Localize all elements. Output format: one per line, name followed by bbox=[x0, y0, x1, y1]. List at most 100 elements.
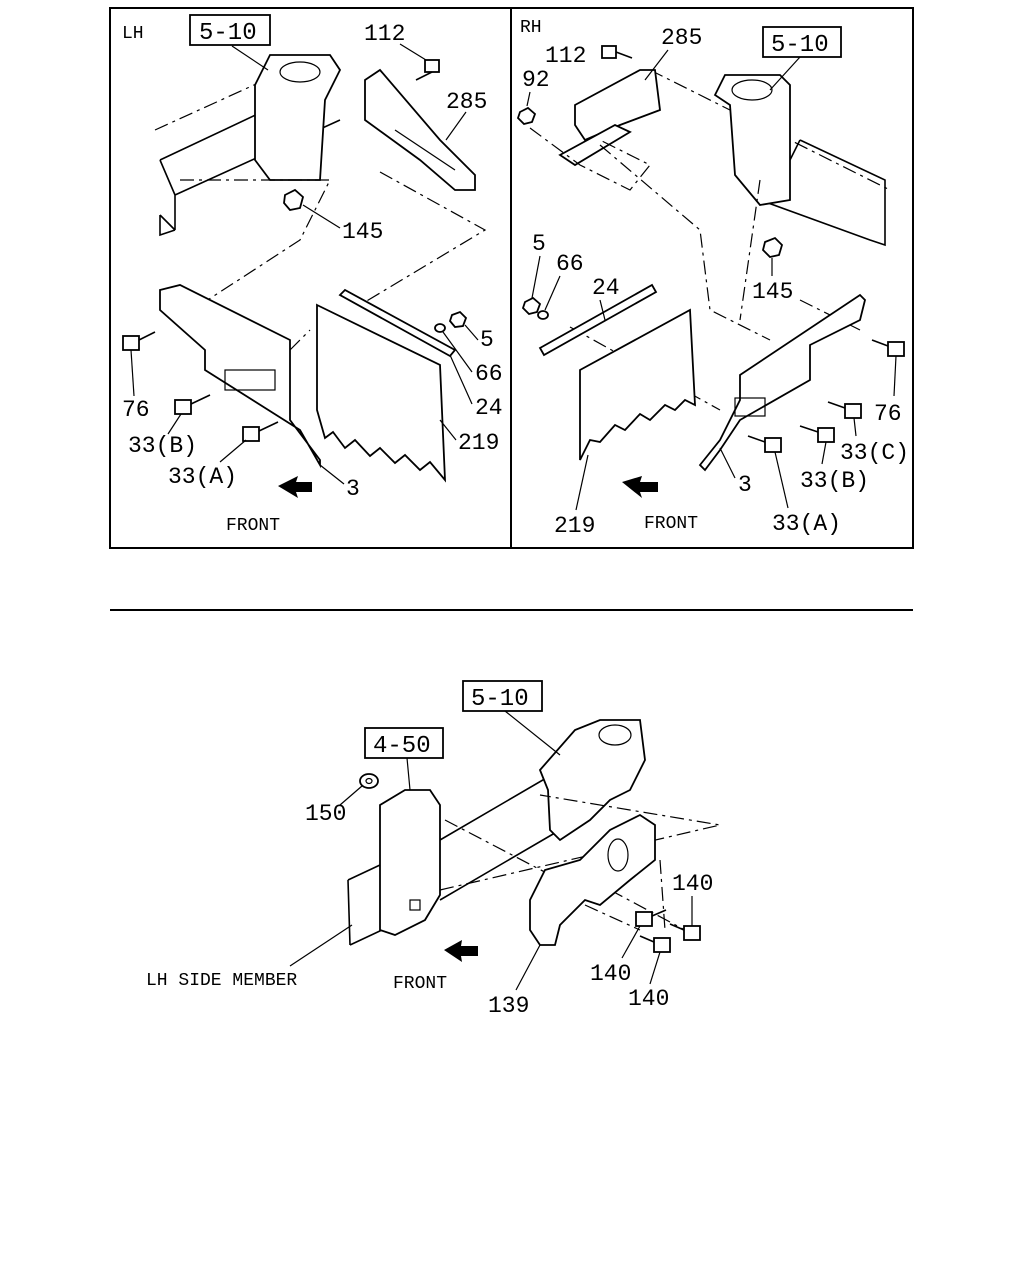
lh-front-arrow-icon bbox=[278, 476, 312, 498]
bottom-crossmember-4-50 bbox=[379, 789, 441, 936]
lh-leader-112 bbox=[399, 43, 427, 61]
rh-assembly-line-3 bbox=[739, 179, 761, 321]
lh-leader-33b bbox=[167, 413, 182, 435]
rh-callout-33c: 33(C) bbox=[840, 440, 909, 466]
rh-front-label: FRONT bbox=[644, 514, 698, 534]
bottom-ref-box-5-10-label: 5-10 bbox=[471, 686, 529, 713]
lh-callout-66: 66 bbox=[475, 361, 503, 387]
rh-leader-76 bbox=[893, 355, 897, 397]
lh-leader-5 bbox=[464, 324, 479, 341]
rh-callout-145: 145 bbox=[752, 279, 793, 305]
rh-side-label: RH bbox=[520, 18, 542, 38]
bottom-assembly-line-2 bbox=[439, 794, 721, 891]
rh-rail-centerline bbox=[649, 69, 891, 191]
lh-leader-76 bbox=[130, 349, 135, 397]
lh-view: LH 5-10 112 285 145 bbox=[122, 14, 503, 536]
lh-front-label: FRONT bbox=[226, 516, 280, 536]
rh-leader-219 bbox=[575, 454, 589, 511]
rh-leader-33a bbox=[774, 451, 789, 509]
rh-callout-76: 76 bbox=[874, 401, 902, 427]
lh-callout-145: 145 bbox=[342, 219, 383, 245]
bolt-140-b bbox=[635, 909, 667, 927]
lh-side-label: LH bbox=[122, 24, 144, 44]
bottom-front-arrow-icon bbox=[444, 940, 478, 962]
rh-strip-24 bbox=[538, 283, 658, 357]
rh-callout-66: 66 bbox=[556, 251, 584, 277]
rh-leader-66 bbox=[544, 275, 561, 311]
washer-150-hole bbox=[365, 777, 373, 785]
lh-callout-24: 24 bbox=[475, 395, 503, 421]
rh-callout-5: 5 bbox=[532, 231, 546, 257]
rh-tower-hole bbox=[731, 79, 773, 101]
lh-assembly-line-3 bbox=[289, 329, 311, 351]
lh-tower-hole bbox=[279, 61, 321, 83]
bottom-diagram: 5-10 4-50 150 139 bbox=[146, 680, 721, 1019]
lh-callout-112: 112 bbox=[364, 21, 405, 47]
leader-150 bbox=[339, 785, 363, 806]
rh-nut-145 bbox=[762, 236, 784, 258]
lh-callout-33b: 33(B) bbox=[128, 433, 197, 459]
lh-callout-3: 3 bbox=[346, 476, 360, 502]
lh-assembly-line-1 bbox=[180, 179, 331, 306]
lh-rail-centerline bbox=[154, 79, 266, 131]
rh-assembly-line-1 bbox=[529, 127, 651, 191]
bolt-140-c bbox=[639, 935, 671, 953]
lh-mudflap-219 bbox=[316, 303, 447, 483]
bottom-assembly-line-3 bbox=[584, 904, 641, 931]
rh-leader-3 bbox=[719, 447, 736, 479]
rh-bolt-33b bbox=[799, 425, 835, 443]
bottom-ref-leader-4-50 bbox=[406, 757, 411, 791]
rh-callout-24: 24 bbox=[592, 275, 620, 301]
bottom-ref-box-4-50-label: 4-50 bbox=[373, 733, 431, 760]
lh-leader-285 bbox=[445, 111, 467, 141]
lh-ref-leader bbox=[231, 45, 269, 71]
leader-140-b bbox=[621, 925, 641, 959]
bottom-ref-leader-5-10 bbox=[504, 710, 561, 756]
rh-frame-rail bbox=[759, 139, 886, 247]
callout-140-a: 140 bbox=[672, 871, 713, 897]
rh-bolt-33c bbox=[827, 401, 862, 419]
lh-side-member-rail bbox=[347, 769, 561, 946]
lh-ref-box bbox=[189, 14, 271, 46]
lh-callout-285: 285 bbox=[446, 89, 487, 115]
bottom-front-label: FRONT bbox=[393, 974, 447, 994]
rh-leader-33b bbox=[821, 441, 827, 465]
lh-side-member-label: LH SIDE MEMBER bbox=[146, 971, 297, 991]
lh-callout-219: 219 bbox=[458, 430, 499, 456]
leader-140-c bbox=[649, 951, 661, 985]
rh-bolt-33a bbox=[747, 435, 782, 453]
rh-callout-285: 285 bbox=[661, 25, 702, 51]
lh-washer-66 bbox=[434, 323, 446, 333]
rh-ref-box-label: 5-10 bbox=[771, 32, 829, 59]
lh-bolt-112 bbox=[415, 59, 440, 81]
lh-bolt-33a bbox=[242, 421, 279, 442]
lh-leader-33a bbox=[219, 439, 247, 463]
lh-nut-145 bbox=[283, 188, 305, 211]
rh-view: RH 5-10 112 285 92 145 bbox=[516, 18, 909, 539]
rh-callout-3: 3 bbox=[738, 472, 752, 498]
lh-nut-5 bbox=[448, 310, 468, 328]
callout-150: 150 bbox=[305, 801, 346, 827]
lh-tower-bracket bbox=[254, 54, 342, 181]
lh-bracket-slot bbox=[224, 369, 276, 391]
rh-nut-92 bbox=[516, 106, 537, 125]
lh-leader-24 bbox=[449, 354, 473, 405]
lh-assembly-line-2 bbox=[359, 171, 487, 306]
bracket-139 bbox=[529, 813, 656, 946]
lh-callout-33a: 33(A) bbox=[168, 464, 237, 490]
rh-leader-5 bbox=[531, 255, 541, 299]
rh-nut-5 bbox=[521, 296, 542, 315]
rh-leader-33c bbox=[853, 417, 857, 437]
bottom-tower-hole bbox=[598, 724, 632, 746]
rh-leader-24 bbox=[599, 299, 606, 321]
lh-ref-box-label: 5-10 bbox=[199, 20, 257, 47]
rh-assembly-line-2 bbox=[599, 144, 771, 341]
rh-tower-bracket bbox=[713, 74, 791, 206]
bottom-assembly-line-1 bbox=[444, 819, 561, 881]
lh-plate-slot bbox=[394, 129, 456, 171]
rh-callout-92: 92 bbox=[522, 67, 550, 93]
bottom-crossmember-bolt bbox=[409, 899, 421, 911]
rh-front-arrow-icon bbox=[622, 476, 658, 498]
bottom-assembly-line-5 bbox=[659, 859, 666, 931]
